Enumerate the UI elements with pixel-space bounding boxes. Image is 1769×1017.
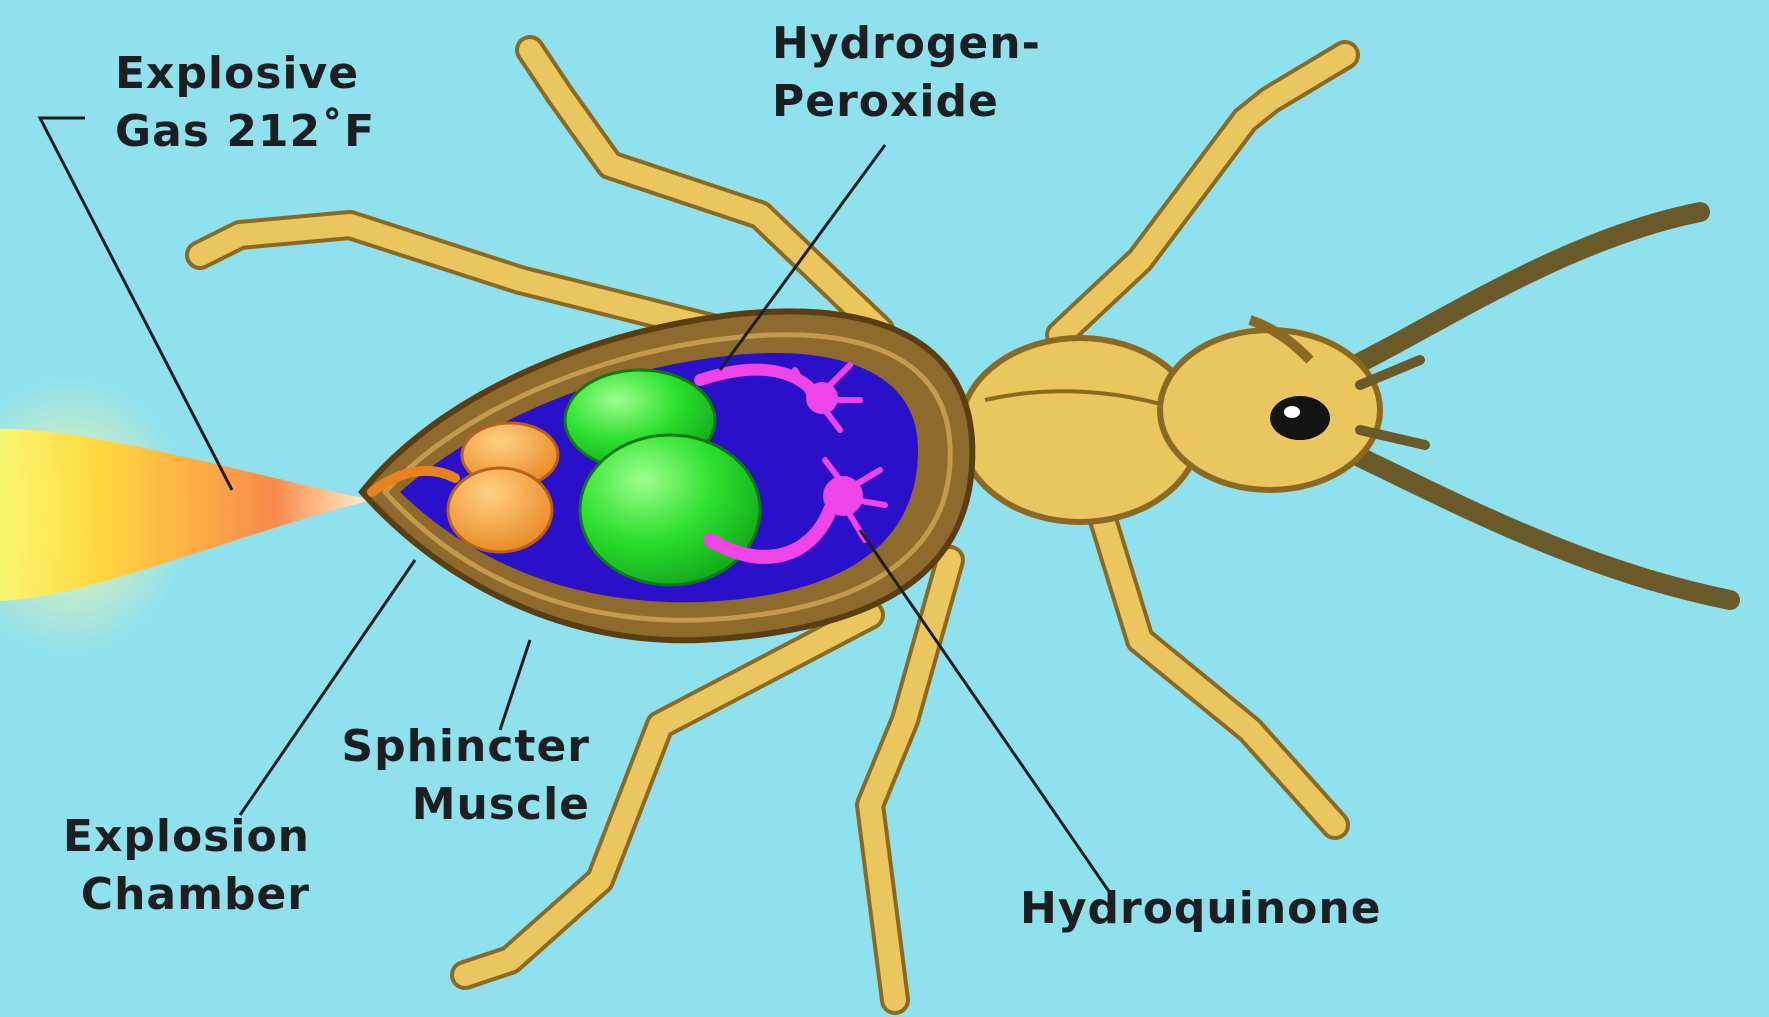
label-hydroquinone: Hydroquinone (1020, 880, 1382, 938)
label-hydrogen-peroxide: Hydrogen- Peroxide (772, 15, 1041, 131)
label-explosion-chamber-line2: Chamber (20, 866, 310, 924)
label-explosion-chamber-line1: Explosion (20, 808, 310, 866)
label-hydrogen-peroxide-line2: Peroxide (772, 73, 1041, 131)
label-explosive-gas-line1: Explosive (115, 45, 375, 103)
label-explosive-gas: Explosive Gas 212˚F (115, 45, 375, 161)
label-explosive-gas-line2: Gas 212˚F (115, 103, 375, 161)
label-explosion-chamber: Explosion Chamber (20, 808, 310, 924)
label-sphincter-muscle: Sphincter Muscle (300, 718, 590, 834)
label-sphincter-muscle-line1: Sphincter (300, 718, 590, 776)
label-hydrogen-peroxide-line1: Hydrogen- (772, 15, 1041, 73)
beetle-eye (1270, 396, 1330, 440)
label-sphincter-muscle-line2: Muscle (300, 776, 590, 834)
label-hydroquinone-line1: Hydroquinone (1020, 880, 1382, 938)
